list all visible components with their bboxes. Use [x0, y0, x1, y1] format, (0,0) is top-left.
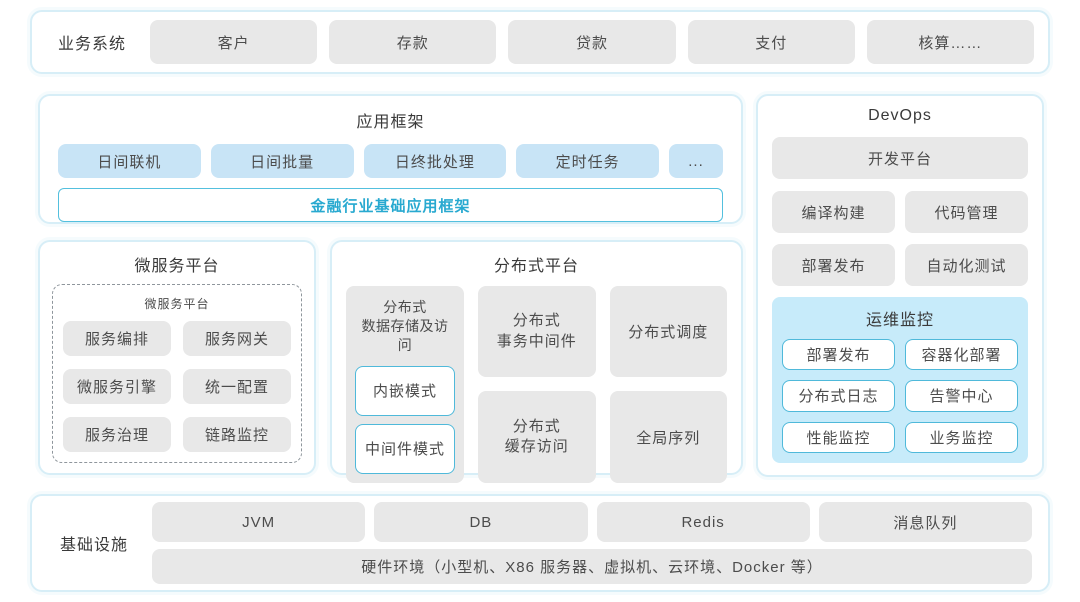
node-daytime-online: 日间联机	[58, 144, 201, 178]
ops-monitor-grid: 部署发布 容器化部署 分布式日志 告警中心 性能监控 业务监控	[782, 339, 1018, 453]
ops-monitor-box: 运维监控 部署发布 容器化部署 分布式日志 告警中心 性能监控 业务监控	[772, 297, 1028, 463]
node-deploy-release: 部署发布	[772, 244, 895, 286]
node-service-orchestration: 服务编排	[63, 321, 171, 356]
microservice-grid: 服务编排 服务网关 微服务引擎 统一配置 服务治理 链路监控	[63, 321, 291, 452]
node-dev-platform: 开发平台	[772, 137, 1028, 179]
microservice-title: 微服务平台	[134, 258, 220, 275]
node-service-gateway: 服务网关	[183, 321, 291, 356]
microservice-inner-box: 微服务平台 服务编排 服务网关 微服务引擎 统一配置 服务治理 链路监控	[52, 284, 302, 463]
distributed-middle-column: 分布式 事务中间件 分布式 缓存访问	[478, 286, 596, 483]
node-microservice-engine: 微服务引擎	[63, 369, 171, 404]
node-customer: 客户	[150, 20, 318, 64]
infrastructure-label: 基础设施	[59, 537, 128, 554]
node-performance-monitor: 性能监控	[782, 421, 895, 453]
node-trace-monitor: 链路监控	[183, 417, 291, 452]
node-alert-center: 告警中心	[905, 380, 1018, 412]
node-automated-testing: 自动化测试	[905, 244, 1028, 286]
node-finance-base-framework: 金融行业基础应用框架	[58, 188, 723, 222]
node-dist-scheduler: 分布式调度	[609, 286, 727, 378]
node-dist-storage-access: 分布式 数据存储及访问 内嵌模式 中间件模式	[346, 286, 464, 483]
node-db: DB	[374, 502, 588, 542]
distributed-right-column: 分布式调度 全局序列	[609, 286, 727, 483]
node-build: 编译构建	[772, 191, 895, 233]
node-eod-batch: 日终批处理	[363, 144, 507, 178]
microservice-inner-title: 微服务平台	[144, 297, 210, 311]
node-middleware-mode: 中间件模式	[355, 423, 455, 474]
node-embedded-mode: 内嵌模式	[355, 365, 455, 416]
distributed-title: 分布式平台	[493, 258, 579, 275]
node-message-queue: 消息队列	[818, 502, 1032, 542]
node-accounting: 核算……	[866, 20, 1035, 64]
node-business-monitor: 业务监控	[905, 421, 1018, 453]
dist-storage-title: 分布式 数据存储及访问	[361, 299, 449, 353]
distributed-panel: 分布式平台 分布式 数据存储及访问 内嵌模式 中间件模式 分布式 事务中间件 分…	[330, 240, 743, 483]
app-framework-title: 应用框架	[356, 114, 425, 131]
microservice-panel: 微服务平台 微服务平台 服务编排 服务网关 微服务引擎 统一配置 服务治理 链路…	[38, 240, 316, 475]
node-containerized-deploy: 容器化部署	[905, 339, 1018, 371]
node-daytime-batch: 日间批量	[210, 144, 354, 178]
node-jvm: JVM	[152, 502, 366, 542]
node-global-sequence: 全局序列	[609, 391, 727, 483]
app-framework-row: 日间联机 日间批量 日终批处理 定时任务 ...	[58, 144, 723, 178]
infrastructure-panel: 基础设施 JVM DB Redis 消息队列 硬件环境（小型机、X86 服务器、…	[30, 494, 1050, 592]
node-service-governance: 服务治理	[63, 417, 171, 452]
node-scheduled-task: 定时任务	[516, 144, 659, 178]
node-deposit: 存款	[329, 20, 497, 64]
infrastructure-body: JVM DB Redis 消息队列 硬件环境（小型机、X86 服务器、虚拟机、云…	[152, 502, 1032, 584]
node-ops-deploy-release: 部署发布	[782, 339, 895, 371]
node-dist-log: 分布式日志	[782, 380, 895, 412]
node-dist-cache-access: 分布式 缓存访问	[478, 391, 596, 483]
node-dist-transaction-middleware: 分布式 事务中间件	[478, 286, 596, 378]
business-systems-panel: 业务系统 客户 存款 贷款 支付 核算……	[30, 10, 1050, 74]
devops-grid: 编译构建 代码管理 部署发布 自动化测试	[772, 191, 1028, 286]
infrastructure-row: JVM DB Redis 消息队列	[152, 502, 1032, 542]
ops-monitor-title: 运维监控	[865, 312, 934, 329]
devops-title: DevOps	[868, 107, 932, 124]
node-unified-config: 统一配置	[183, 369, 291, 404]
app-framework-panel: 应用框架 日间联机 日间批量 日终批处理 定时任务 ... 金融行业基础应用框架	[38, 94, 743, 224]
distributed-body: 分布式 数据存储及访问 内嵌模式 中间件模式 分布式 事务中间件 分布式 缓存访…	[346, 286, 727, 483]
devops-panel: DevOps 开发平台 编译构建 代码管理 部署发布 自动化测试 运维监控 部署…	[756, 94, 1044, 477]
node-redis: Redis	[596, 502, 810, 542]
business-systems-label: 业务系统	[57, 36, 126, 53]
node-code-management: 代码管理	[905, 191, 1028, 233]
node-loan: 贷款	[508, 20, 676, 64]
node-hardware-environment: 硬件环境（小型机、X86 服务器、虚拟机、云环境、Docker 等）	[152, 549, 1032, 584]
node-more-ellipsis: ...	[669, 144, 723, 178]
node-payment: 支付	[687, 20, 855, 64]
